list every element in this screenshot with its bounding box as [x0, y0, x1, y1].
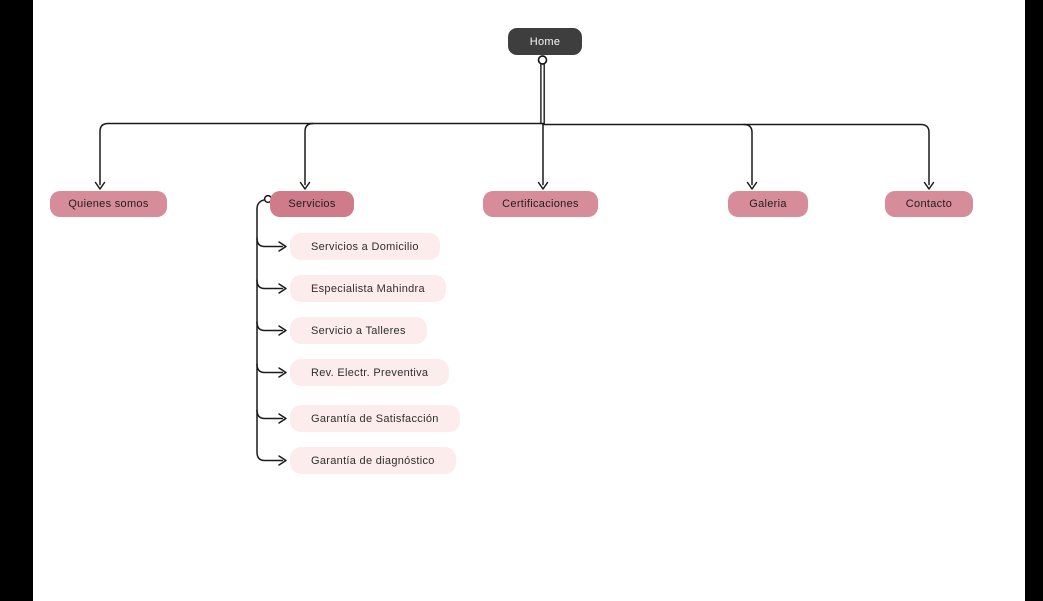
arrow-right-rev-electr-preventiva-icon [278, 367, 287, 378]
arrow-right-garantia-satisfaccion-icon [278, 413, 287, 424]
home-connector-dot [537, 55, 548, 65]
connector-galeria [743, 123, 753, 186]
node-servicio-a-talleres[interactable]: Servicio a Talleres [290, 317, 427, 344]
node-garantia-satisfaccion[interactable]: Garantía de Satisfacción [290, 405, 460, 432]
arrow-right-garantia-diagnostico-icon [278, 455, 287, 466]
node-certificaciones[interactable]: Certificaciones [483, 191, 598, 217]
servicios-subtree-rail [256, 199, 284, 462]
branch-servicio-a-talleres [256, 321, 284, 332]
arrow-down-galeria-icon [746, 181, 758, 190]
branch-rev-electr-preventiva [256, 363, 284, 374]
arrow-right-servicios-a-domicilio-icon [278, 241, 287, 252]
connector-servicios [304, 122, 314, 186]
branch-garantia-satisfaccion [256, 409, 284, 420]
connector-quienes-somos [99, 122, 544, 186]
arrow-down-servicios-icon [299, 181, 311, 190]
arrow-down-quienes-somos-icon [94, 181, 106, 190]
node-garantia-diagnostico[interactable]: Garantía de diagnóstico [290, 447, 456, 474]
node-rev-electr-preventiva[interactable]: Rev. Electr. Preventiva [290, 359, 450, 386]
node-quienes-somos[interactable]: Quienes somos [50, 191, 167, 217]
arrow-down-contacto-icon [923, 181, 935, 190]
branch-especialista-mahindra [256, 279, 284, 290]
node-servicios-a-domicilio[interactable]: Servicios a Domicilio [290, 233, 440, 260]
connector-contacto [542, 123, 930, 186]
arrow-down-certificaciones-icon [537, 181, 549, 190]
node-especialista-mahindra[interactable]: Especialista Mahindra [290, 275, 446, 302]
right-letterbox-bar [1025, 0, 1043, 601]
branch-servicios-a-domicilio [256, 237, 284, 248]
left-letterbox-bar [0, 0, 33, 601]
arrow-right-servicio-a-talleres-icon [278, 325, 287, 336]
node-home[interactable]: Home [508, 28, 582, 55]
node-servicios[interactable]: Servicios [270, 191, 354, 217]
node-contacto[interactable]: Contacto [885, 191, 973, 217]
node-galeria[interactable]: Galeria [728, 191, 808, 217]
arrow-right-especialista-mahindra-icon [278, 283, 287, 294]
